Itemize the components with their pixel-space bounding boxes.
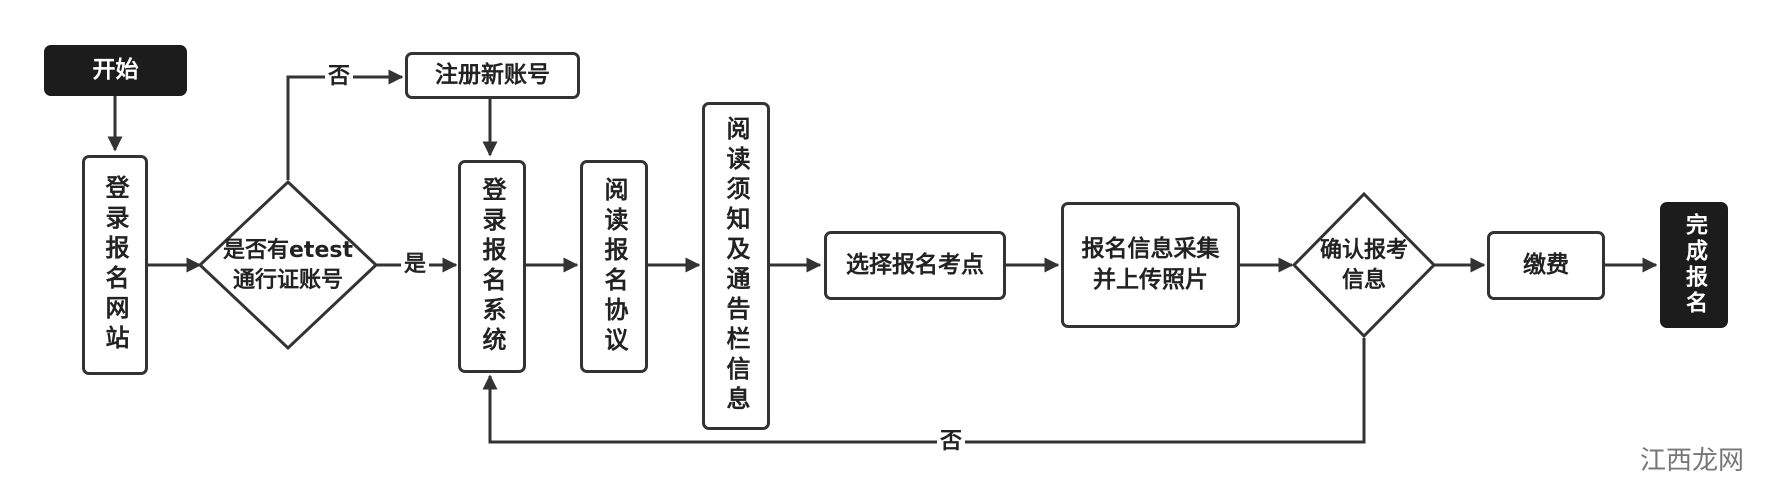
done-label: 完成报名 xyxy=(1682,213,1707,317)
register-node: 注册新账号 xyxy=(405,52,580,99)
arrow-decision-no-to-register xyxy=(286,69,404,180)
register-label: 注册新账号 xyxy=(435,61,550,88)
decision-confirm-diamond xyxy=(1291,191,1437,339)
select-site-node: 选择报名考点 xyxy=(824,231,1006,300)
watermark-logo: 江西龙网 xyxy=(1640,446,1745,476)
edge-label-no-bottom: 否 xyxy=(937,431,966,453)
start-node: 开始 xyxy=(44,45,187,96)
info-collect-label: 报名信息采集 并上传照片 xyxy=(1081,235,1220,293)
login-system-label: 登录报名系统 xyxy=(478,176,506,357)
edge-label-yes: 是 xyxy=(401,254,430,276)
edge-label-no-top: 否 xyxy=(325,66,354,88)
select-site-label: 选择报名考点 xyxy=(846,251,984,278)
login-system-node: 登录报名系统 xyxy=(458,160,526,373)
decision-account-diamond xyxy=(197,179,379,351)
done-node: 完成报名 xyxy=(1660,202,1728,328)
decision-account-text: 是否有etest 通行证账号 xyxy=(223,238,353,293)
read-agreement-node: 阅读报名协议 xyxy=(580,160,648,373)
read-notice-label: 阅读须知及通告栏信息 xyxy=(722,116,750,416)
decision-confirm-text: 确认报考 信息 xyxy=(1319,238,1408,293)
read-agreement-label: 阅读报名协议 xyxy=(600,176,628,357)
read-notice-node: 阅读须知及通告栏信息 xyxy=(702,102,770,430)
start-label: 开始 xyxy=(92,56,139,83)
info-collect-node: 报名信息采集 并上传照片 xyxy=(1061,202,1240,328)
login-site-label: 登录报名网站 xyxy=(101,175,129,355)
pay-node: 缴费 xyxy=(1487,231,1605,300)
pay-label: 缴费 xyxy=(1523,251,1569,278)
arrow-confirm-no-back-to-login-system xyxy=(482,338,1366,444)
login-site-node: 登录报名网站 xyxy=(82,155,148,375)
